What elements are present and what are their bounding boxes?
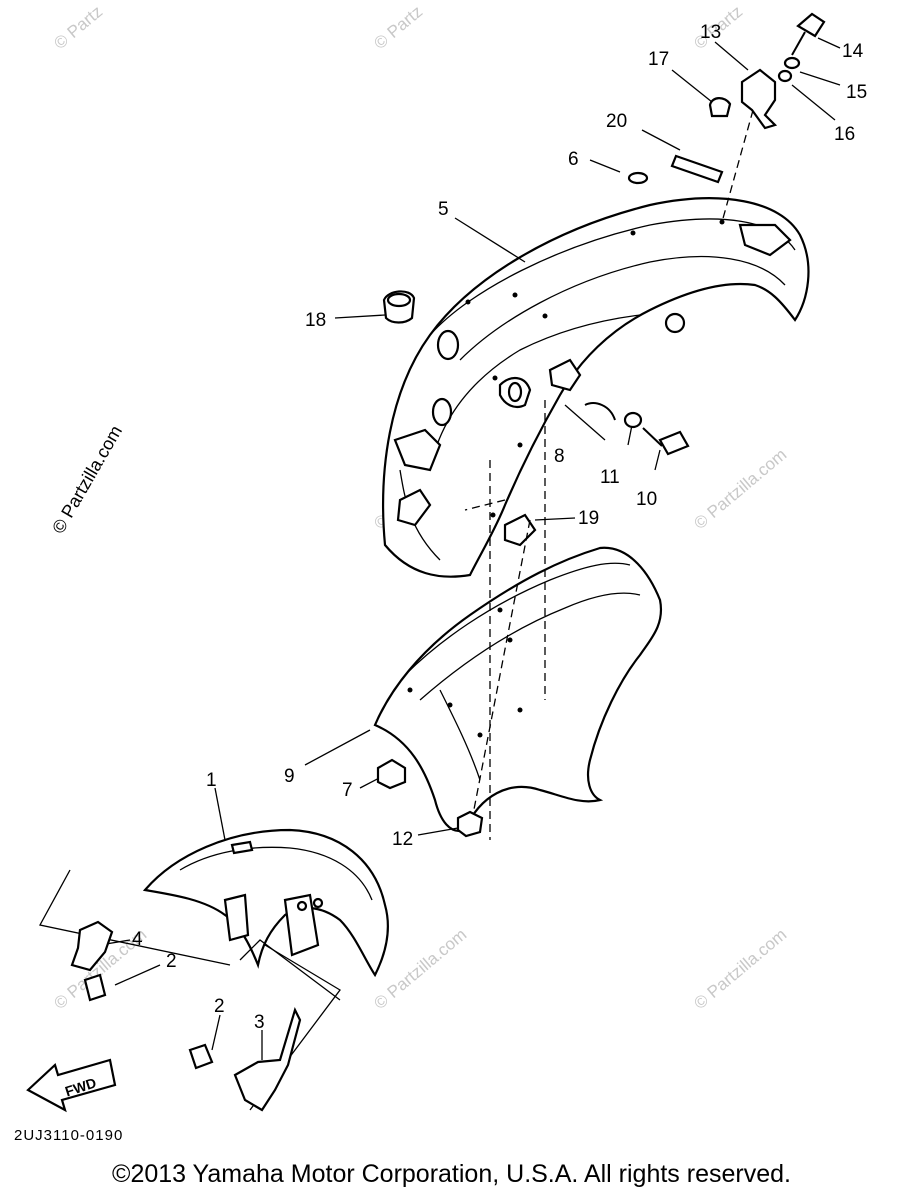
- callout-6: 6: [568, 149, 579, 170]
- callout-3: 3: [254, 1012, 265, 1033]
- small-parts: [70, 12, 826, 1112]
- callout-16: 16: [834, 124, 855, 145]
- watermark: © Partzilla.com: [48, 422, 126, 537]
- callout-5: 5: [438, 199, 449, 220]
- front-fender: [142, 828, 389, 978]
- diagram-code: 2UJ3110-0190: [14, 1127, 124, 1144]
- watermark: © Partz: [50, 2, 106, 53]
- watermark: © Partzilla.com: [690, 445, 790, 533]
- callout-8: 8: [554, 446, 565, 467]
- callout-9: 9: [284, 766, 295, 787]
- callout-17: 17: [648, 49, 669, 70]
- callout-2-right: 2: [214, 996, 225, 1017]
- watermark: © Partzilla.com: [690, 925, 790, 1013]
- callout-4: 4: [132, 929, 143, 950]
- callouts: 1 2 2 3 4 5 6 7 8 9 10 11 12 13 14 15 16…: [132, 22, 867, 1033]
- copyright-notice: ©2013 Yamaha Motor Corporation, U.S.A. A…: [112, 1160, 791, 1188]
- callout-15: 15: [846, 82, 867, 103]
- fwd-arrow: FWD: [26, 1058, 117, 1113]
- callout-1: 1: [206, 770, 217, 791]
- callout-2-left: 2: [166, 951, 177, 972]
- leader-lines: [39, 37, 841, 1111]
- callout-19: 19: [578, 508, 599, 529]
- callout-20: 20: [606, 111, 627, 132]
- rear-fender: [382, 197, 810, 578]
- watermark: © Partz: [370, 2, 426, 53]
- callout-13: 13: [700, 22, 721, 43]
- callout-14: 14: [842, 41, 864, 62]
- callout-7: 7: [342, 780, 353, 801]
- callout-18: 18: [305, 310, 326, 331]
- callout-12: 12: [392, 829, 413, 850]
- callout-11: 11: [600, 467, 620, 488]
- inner-fender: [373, 546, 663, 833]
- callout-10: 10: [636, 489, 657, 510]
